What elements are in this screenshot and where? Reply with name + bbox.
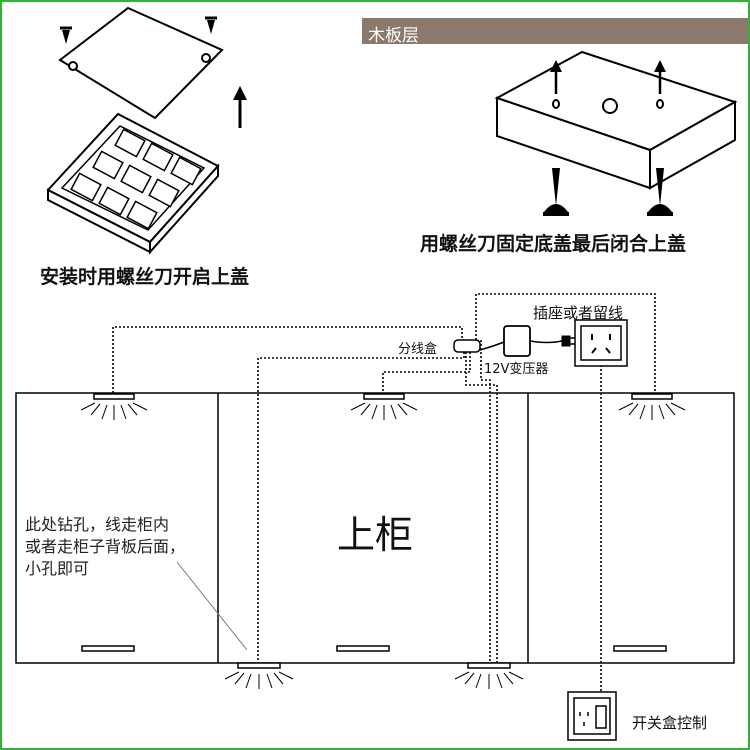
screw-icon-board-left xyxy=(543,168,569,216)
downlight-icon-bottom-left xyxy=(224,662,294,689)
led-cells xyxy=(70,128,202,230)
up-arrow-icon xyxy=(233,86,247,128)
socket-label: 插座或者留线 xyxy=(533,304,624,322)
lid-plate xyxy=(58,6,224,120)
cabinet-title: 上柜 xyxy=(337,513,414,557)
junction-box-icon xyxy=(453,339,481,353)
switch-box-icon xyxy=(567,691,617,741)
open-lid-caption: 安装时用螺丝刀开启上盖 xyxy=(40,266,250,288)
wiring-lines xyxy=(112,293,656,692)
drilling-note: 此处钻孔，线走柜内 或者走柜子背板后面， 小孔即可 xyxy=(25,514,225,580)
up-arrow-icon-board-right xyxy=(654,60,666,94)
downlight-icon-center xyxy=(350,393,418,420)
screw-icon-board-right xyxy=(647,168,673,216)
transformer-icon xyxy=(479,325,575,357)
drilling-note-line-2: 或者走柜子背板后面， xyxy=(25,537,186,556)
cabinet-handles xyxy=(81,645,667,652)
drilling-note-line-3: 小孔即可 xyxy=(25,559,90,578)
downlight-icon-right xyxy=(618,393,686,420)
cabinet-body xyxy=(15,392,735,664)
downlight-icon-left xyxy=(80,393,148,420)
drilling-note-line-1: 此处钻孔，线走柜内 xyxy=(25,515,170,534)
downlight-icon-bottom-right xyxy=(454,662,524,689)
wood-layer-header: 木板层 xyxy=(362,18,748,46)
screw-icon-left xyxy=(60,26,72,44)
junction-box-label: 分线盒 xyxy=(398,342,438,357)
transformer-label: 12V变压器 xyxy=(484,362,549,377)
power-socket-icon xyxy=(574,319,628,367)
screw-icon-right xyxy=(205,16,217,34)
switch-box-label: 开关盒控制 xyxy=(632,714,708,732)
note-pointer xyxy=(176,561,248,651)
wood-layer-label: 木板层 xyxy=(368,26,419,46)
fix-base-caption: 用螺丝刀固定底盖最后闭合上盖 xyxy=(420,233,687,255)
up-arrow-icon-board-left xyxy=(550,60,562,94)
wood-board xyxy=(494,50,738,190)
